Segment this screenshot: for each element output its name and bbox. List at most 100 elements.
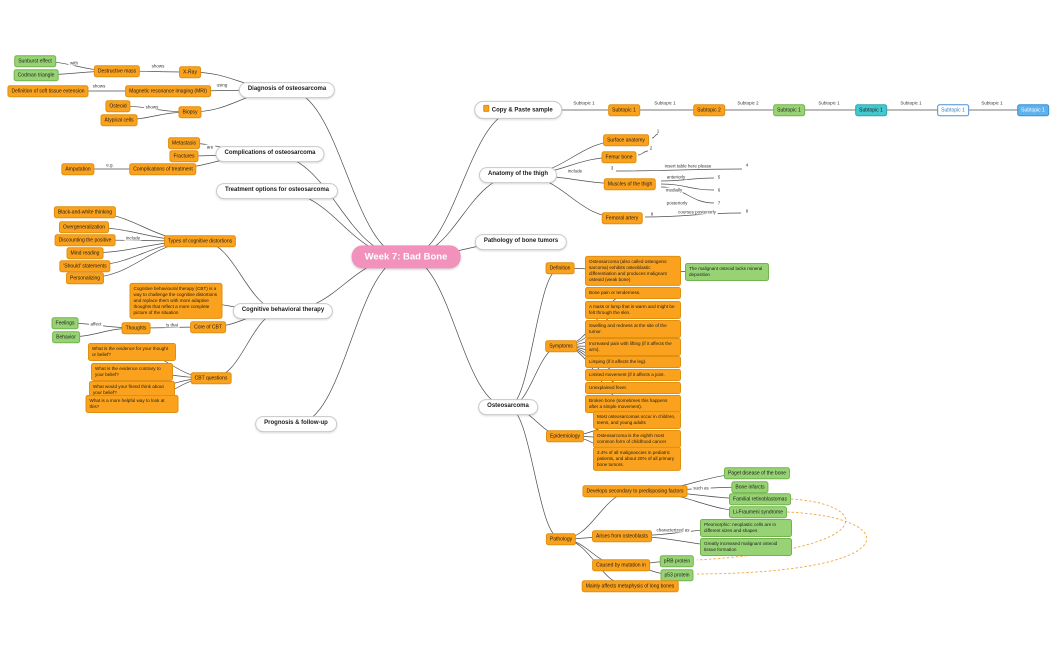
node-q2[interactable]: What is the evidence contrary to your be… — [91, 362, 173, 382]
node-d1[interactable]: Black-and-white thinking — [53, 206, 117, 218]
node-s3[interactable]: Subtopic 1 — [773, 104, 805, 116]
edge-label[interactable]: posteriorly — [665, 200, 689, 206]
node-cbtq[interactable]: CBT questions — [190, 372, 232, 384]
edge-label[interactable]: medially — [664, 187, 684, 193]
node-feelings[interactable]: Feelings — [51, 317, 79, 329]
node-t-diagnosis[interactable]: Diagnosis of osteosarcoma — [238, 82, 336, 98]
node-biopsy[interactable]: Biopsy — [178, 106, 202, 118]
node-t-copypaste[interactable]: Copy & Paste sample — [474, 100, 562, 120]
node-t-anatomy[interactable]: Anatomy of the thigh — [479, 167, 557, 183]
edge-label[interactable]: shows — [150, 63, 166, 69]
node-cbtnote[interactable]: Cognitive behavioural therapy (CBT) is a… — [129, 282, 223, 320]
node-softtissue[interactable]: Definition of soft tissue extension — [7, 85, 89, 97]
edge-label[interactable]: shows — [91, 83, 107, 89]
node-xray[interactable]: X-Ray — [179, 66, 201, 78]
node-greatly[interactable]: Greatly increased malignant osteoid tiss… — [700, 537, 792, 557]
edge-label[interactable]: include — [566, 168, 584, 174]
node-t-osteosarcoma[interactable]: Osteosarcoma — [478, 399, 538, 415]
edge-label[interactable]: 7 — [716, 200, 722, 206]
node-codman[interactable]: Codman triangle — [13, 69, 59, 81]
node-surface[interactable]: Surface anatomy — [603, 134, 649, 146]
edge-label[interactable]: shows — [144, 104, 160, 110]
node-s1[interactable]: Subtopic 1 — [608, 104, 640, 116]
node-femoral[interactable]: Femoral artery — [601, 212, 643, 224]
node-sunburst[interactable]: Sunburst effect — [14, 55, 56, 67]
edge-label[interactable]: characterized as — [654, 527, 692, 533]
node-femur[interactable]: Femur bone — [601, 151, 637, 163]
node-thoughts[interactable]: Thoughts — [121, 322, 151, 334]
node-metaphysis[interactable]: Mainly affects metaphysis of long bones — [581, 580, 679, 592]
node-center[interactable]: Week 7: Bad Bone — [351, 245, 461, 269]
node-osteoid[interactable]: Osteoid — [105, 100, 131, 112]
node-s4[interactable]: Subtopic 1 — [855, 104, 887, 116]
edge-label[interactable]: 8 — [649, 211, 655, 217]
edge-label[interactable]: include — [124, 235, 142, 241]
node-caused[interactable]: Caused by mutation in — [592, 559, 650, 571]
edge-label[interactable]: Subtopic 2 — [735, 100, 761, 106]
node-corecbt[interactable]: Core of CBT — [190, 321, 226, 333]
node-sym1[interactable]: Bone pain or tenderness. — [585, 286, 681, 300]
edge-label[interactable]: Subtopic 1 — [571, 100, 597, 106]
node-lifraumeni[interactable]: Li-Fraumeni syndrome — [728, 506, 788, 518]
node-mri[interactable]: Magnetic resonance imaging (MRI) — [125, 85, 211, 97]
node-amputation[interactable]: Amputation — [61, 163, 95, 175]
node-t-cbt[interactable]: Cognitive behavioral therapy — [232, 303, 334, 319]
node-s6[interactable]: Subtopic 1 — [1017, 104, 1049, 116]
node-comptreat[interactable]: Complications of treatment — [129, 163, 197, 175]
node-sym2[interactable]: A mass or lump that is warm and might be… — [585, 300, 681, 320]
edge-label[interactable]: Subtopic 1 — [652, 100, 678, 106]
node-epi2[interactable]: Osteosarcoma is the eighth most common f… — [593, 429, 681, 449]
edge-label[interactable]: insert table here please — [663, 163, 713, 169]
edge-label[interactable]: 4 — [744, 162, 750, 168]
edge-label[interactable]: Subtopic 1 — [816, 100, 842, 106]
node-pleomorphic[interactable]: Pleomorphic: neoplastic cells are in dif… — [700, 518, 792, 538]
node-sym6[interactable]: Limited movement (if it affects a joint. — [585, 368, 681, 382]
edge-label[interactable]: 1 — [655, 128, 661, 134]
node-arises[interactable]: Arises from osteoblasts — [592, 530, 652, 542]
edge-label[interactable]: anteriorly — [665, 174, 687, 180]
node-s2[interactable]: Subtopic 2 — [693, 104, 725, 116]
edge-label[interactable]: with — [68, 60, 80, 66]
edge-label[interactable]: Subtopic 1 — [898, 100, 924, 106]
node-q1[interactable]: What is the evidence for your thought or… — [88, 342, 176, 362]
node-muscles[interactable]: Muscles of the thigh — [603, 178, 657, 190]
node-sym3[interactable]: Swelling and redness at the site of the … — [585, 319, 681, 339]
node-d5[interactable]: 'Should' statements — [59, 260, 111, 272]
node-s5[interactable]: Subtopic 1 — [937, 104, 969, 116]
node-fractures[interactable]: Fractures — [169, 150, 199, 162]
node-epi3[interactable]: 2.4% of all malignancies in pediatric pa… — [593, 446, 681, 472]
node-epidemiology[interactable]: Epidemiology — [545, 430, 585, 442]
node-t-prognosis[interactable]: Prognosis & follow-up — [255, 416, 337, 432]
node-predisposing[interactable]: Develops secondary to predisposing facto… — [582, 485, 688, 497]
edge-label[interactable]: using — [215, 82, 229, 88]
node-pathology[interactable]: Pathology — [545, 533, 577, 545]
edge-label[interactable]: 6 — [716, 187, 722, 193]
node-infarcts[interactable]: Bone infarcts — [731, 481, 769, 493]
node-sym4[interactable]: Increased pain with lifting (if it affec… — [585, 337, 681, 357]
node-symptoms[interactable]: Symptoms — [545, 340, 577, 352]
node-defnote[interactable]: Osteosarcoma (also called osteogenic sar… — [585, 255, 681, 287]
node-destructive[interactable]: Destructive mass — [93, 65, 141, 77]
node-sym5[interactable]: Limping (if it affects the leg). — [585, 355, 681, 369]
node-behavior[interactable]: Behavior — [52, 331, 80, 343]
node-defgreen[interactable]: The malignant osteoid lacks mineral depo… — [685, 262, 769, 282]
node-t-treatment[interactable]: Treatment options for osteosarcoma — [215, 183, 339, 199]
node-d6[interactable]: Personalizing — [65, 272, 105, 284]
edge-label[interactable]: 5 — [716, 174, 722, 180]
node-definition[interactable]: Definition — [545, 262, 575, 274]
node-paget[interactable]: Paget disease of the bone — [723, 467, 791, 479]
edge-label[interactable]: 9 — [744, 208, 750, 214]
node-metastasis[interactable]: Metastasis — [168, 137, 200, 149]
edge-label[interactable]: courses posteriorly — [676, 209, 718, 215]
node-t-bonetumors[interactable]: Pathology of bone tumors — [474, 234, 568, 250]
node-d3[interactable]: Discounting the positive — [54, 234, 116, 246]
node-typesdist[interactable]: Types of cognitive distortions — [163, 235, 237, 247]
edge-label[interactable]: Subtopic 1 — [979, 100, 1005, 106]
node-prb[interactable]: pRB protein — [659, 555, 695, 567]
node-familial[interactable]: Familial retinoblastomas — [729, 493, 791, 505]
edge-label[interactable]: 2 — [648, 145, 654, 151]
node-sym7[interactable]: Unexplained fever. — [585, 381, 681, 395]
node-epi1[interactable]: Most osteosarcomas occur in children, te… — [593, 410, 681, 430]
node-d2[interactable]: Overgeneralization — [59, 221, 109, 233]
node-p53[interactable]: p53 protein — [660, 569, 694, 581]
